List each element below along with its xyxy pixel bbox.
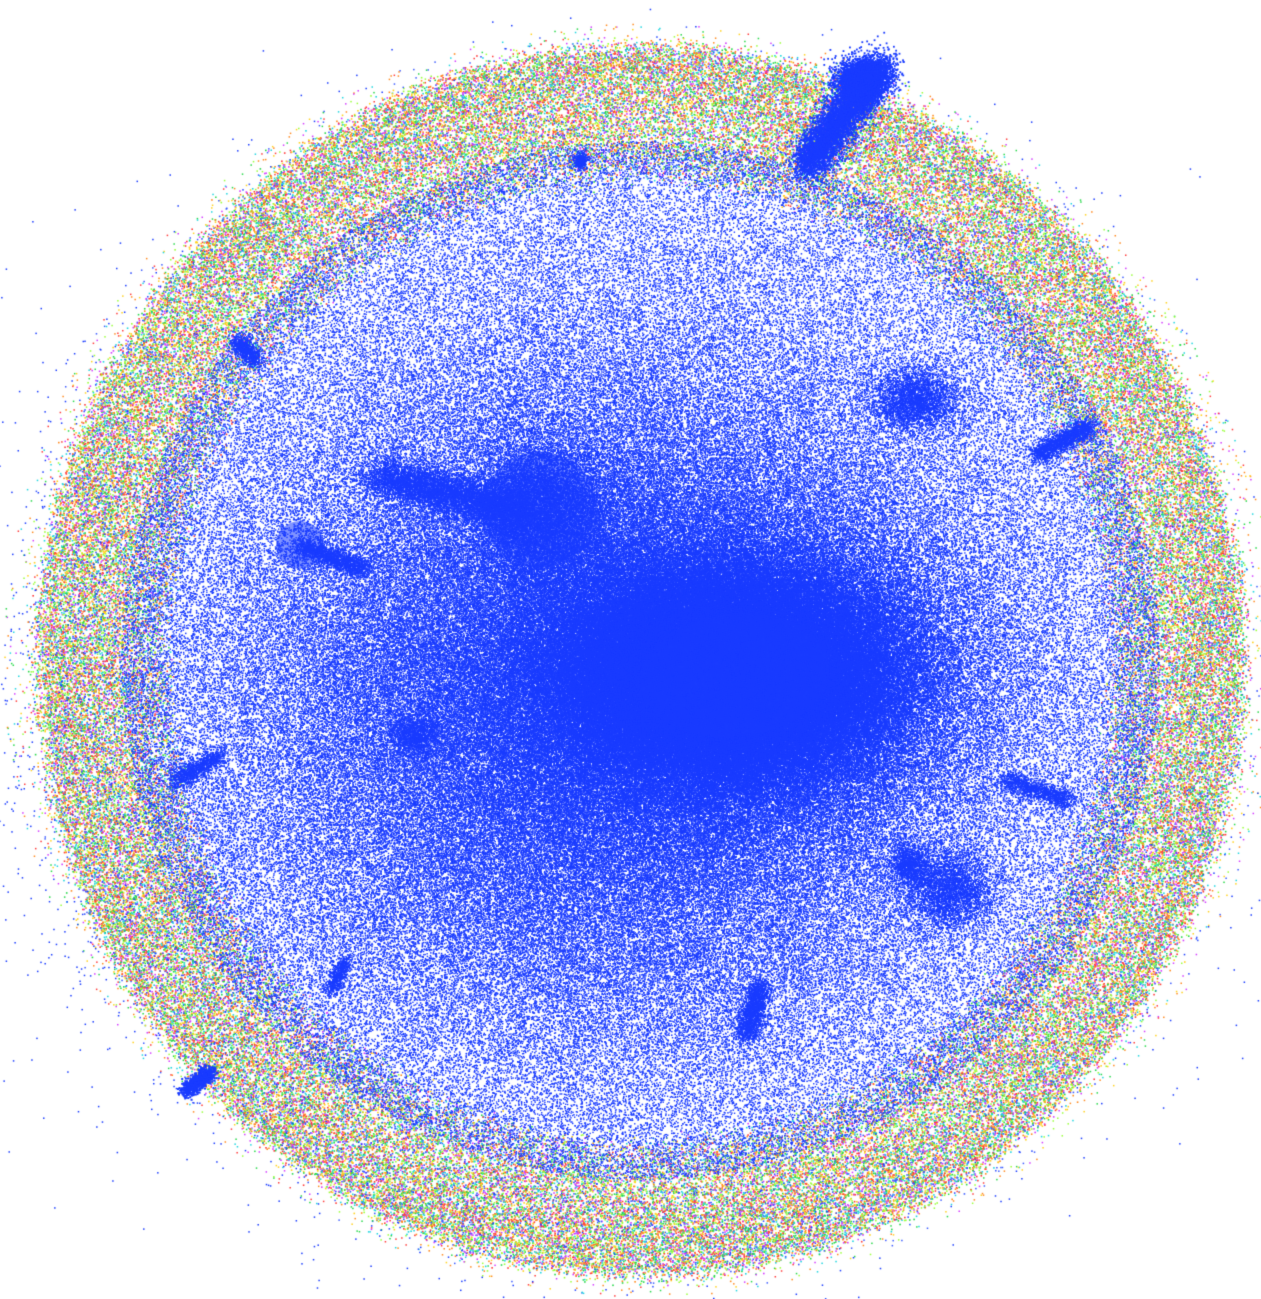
network-graph-stage — [0, 0, 1261, 1299]
network-graph-canvas — [0, 0, 1261, 1299]
